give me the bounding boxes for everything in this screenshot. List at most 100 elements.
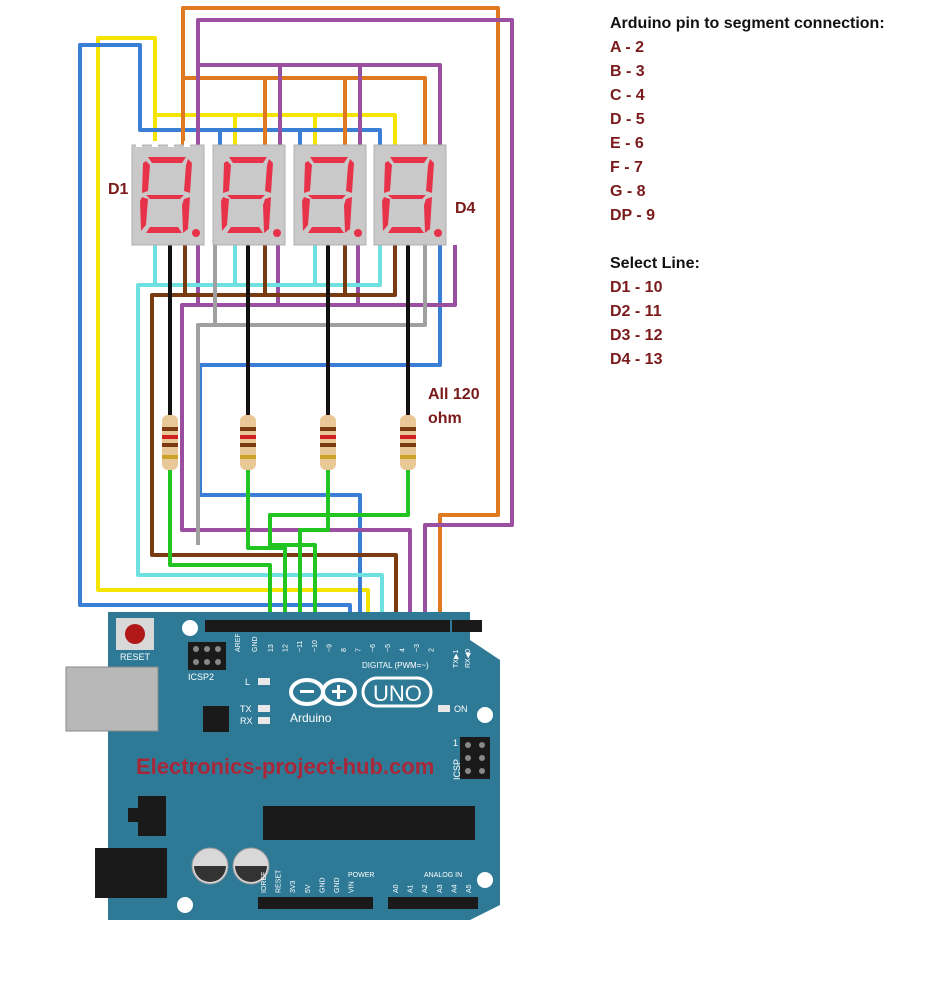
power-pin-label-2: 3V3 (290, 880, 297, 893)
digital-pin-label-7: ~6 (370, 644, 377, 652)
display-d3 (293, 144, 367, 246)
wire-orange-a (181, 6, 500, 620)
wire-green-3 (298, 470, 330, 620)
digital-pin-label-6: 7 (356, 648, 363, 652)
reset-label: RESET (120, 652, 151, 662)
icsp-header (460, 737, 490, 779)
legend-segment-d: D - 5 (610, 111, 645, 128)
legend-select-d2: D2 - 11 (610, 303, 662, 320)
capacitor-2 (232, 847, 270, 885)
tx1-label: TX▶1 (453, 650, 460, 668)
led-on-label: ON (454, 704, 468, 714)
resistor-1 (162, 415, 178, 470)
connection-legend: Arduino pin to segment connection: A - 2… (610, 12, 930, 372)
legend-segment-dp: DP - 9 (610, 207, 656, 224)
uno-badge (361, 676, 433, 708)
aref-label: AREF (235, 633, 242, 652)
capacitor-1 (191, 847, 229, 885)
analog-pin-label-1: A1 (408, 884, 415, 893)
digital-pin-label-10: ~3 (414, 644, 421, 652)
analog-pin-label-5: A5 (466, 884, 473, 893)
digital-pin-label-2: ~11 (297, 641, 304, 652)
analog-label: ANALOG IN (424, 872, 462, 879)
analog-pin-label-3: A3 (437, 884, 444, 893)
d4-label: D4 (455, 200, 476, 217)
power-pin-label-3: 5V (305, 884, 312, 893)
board-pcb (108, 612, 500, 920)
resistor-note-line2: ohm (428, 410, 462, 427)
legend-segment-a: A - 2 (610, 39, 645, 56)
legend-segment-f: F - 7 (610, 159, 643, 176)
resistor-note-line1: All 120 (428, 386, 480, 403)
icsp-label: ICSP (452, 759, 462, 780)
wire-purple-c (180, 245, 457, 620)
wire-green-4 (268, 470, 410, 620)
wire-blue-g (78, 43, 382, 620)
wire-green-2 (246, 470, 287, 620)
digital-pin-label-1: 12 (283, 644, 290, 652)
led-tx (258, 705, 270, 712)
analog-header (388, 897, 478, 909)
led-on (438, 705, 450, 712)
power-jack (95, 848, 167, 898)
digital-header (265, 620, 450, 632)
power-label: POWER (348, 872, 374, 879)
legend-segment-g: G - 8 (610, 183, 646, 200)
wire-cyan-e (136, 245, 384, 620)
display-d1 (131, 141, 205, 246)
digital-pin-label-5: 8 (341, 648, 348, 652)
display-d2 (212, 144, 286, 246)
rx0-label: RX◀0 (465, 649, 472, 668)
resistors (162, 415, 416, 470)
mount-hole (177, 897, 193, 913)
led-l-label: L (245, 677, 250, 687)
legend-segment-b: B - 3 (610, 63, 645, 80)
icsp-num-label: 1 (453, 738, 458, 748)
digital-label: DIGITAL (PWM=~) (362, 661, 429, 670)
digital-pin-label-8: ~5 (385, 644, 392, 652)
power-pin-label-0: IOREF (261, 872, 268, 893)
d1-label: D1 (108, 181, 129, 198)
mount-hole (477, 707, 493, 723)
legend-segment-c: C - 4 (610, 87, 645, 104)
digital-pin-label-9: 4 (399, 648, 406, 652)
legend-select-d3: D3 - 12 (610, 327, 663, 344)
wire-purple-b (196, 18, 514, 620)
main-chip (263, 806, 475, 840)
led-rx (258, 717, 270, 724)
voltage-regulator (138, 796, 166, 836)
uno-label: UNO (373, 681, 422, 706)
resistor-3 (320, 415, 336, 470)
wire-green-1 (168, 470, 272, 620)
digital-header-right (452, 620, 482, 632)
mount-hole (477, 872, 493, 888)
led-rx-label: RX (240, 716, 253, 726)
gnd-label: GND (252, 636, 259, 652)
power-pin-label-4: GND (319, 877, 326, 893)
led-l (258, 678, 270, 685)
led-tx-label: TX (240, 704, 252, 714)
icsp2-header (188, 642, 226, 670)
legend-select-d4: D4 - 13 (610, 351, 663, 368)
digital-header-left (205, 620, 265, 632)
resistor-2 (240, 415, 256, 470)
power-pin-label-1: RESET (276, 869, 283, 893)
mount-hole (182, 620, 198, 636)
digital-pin-label-3: ~10 (312, 640, 319, 652)
arduino-logo-icon (289, 678, 357, 706)
resistor-4 (400, 415, 416, 470)
display-d4 (373, 144, 447, 246)
wire-yellow-f (96, 36, 397, 620)
legend-segment-e: E - 6 (610, 135, 644, 152)
digital-pin-label-4: ~9 (326, 644, 333, 652)
watermark-text: Electronics-project-hub.com (136, 754, 434, 779)
brand-label: Arduino (290, 711, 332, 725)
wire-gray-dp (196, 245, 427, 545)
power-pin-label-5: GND (334, 877, 341, 893)
analog-pin-label-2: A2 (422, 884, 429, 893)
